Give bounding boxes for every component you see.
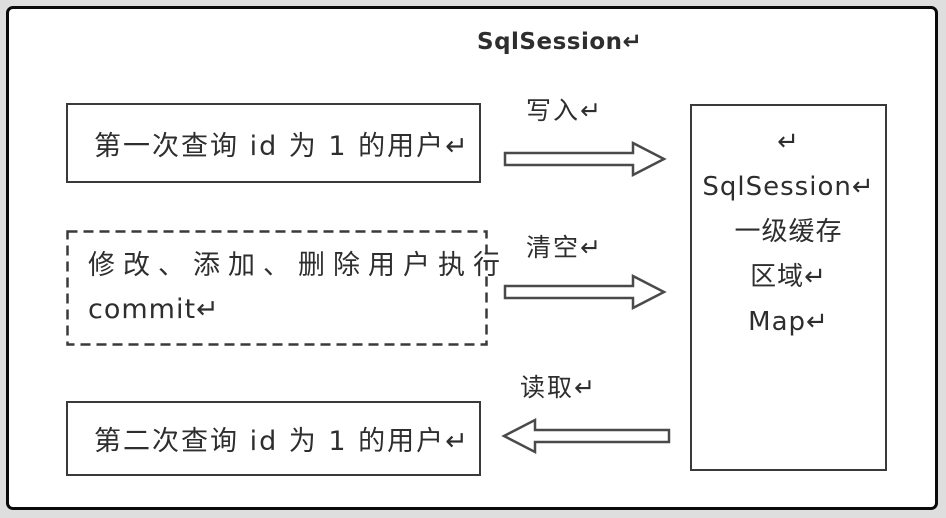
diagram-title: SqlSession↵ (477, 29, 643, 55)
cache-line-return: ↵ (777, 127, 800, 157)
diagram-frame: SqlSession↵ 第一次查询 id 为 1 的用户↵ 修改、添加、删除用户… (6, 6, 938, 510)
box-first-query: 第一次查询 id 为 1 的用户↵ (66, 103, 481, 183)
box-modify-line1: 修改、添加、删除用户执行 (88, 250, 508, 281)
write-arrow-icon (503, 140, 667, 178)
box-first-query-text: 第一次查询 id 为 1 的用户↵ (94, 130, 470, 162)
clear-arrow-label: 清空↵ (526, 233, 603, 262)
cache-line-sqlsession: SqlSession↵ (702, 172, 875, 202)
read-arrow-label: 读取↵ (520, 373, 597, 402)
box-modify-commit-text: 修改、添加、删除用户执行 commit↵ (66, 230, 508, 332)
cache-line-area: 区域↵ (750, 262, 827, 292)
box-second-query: 第二次查询 id 为 1 的用户↵ (66, 401, 481, 476)
cache-line-level1: 一级缓存 (734, 217, 843, 247)
box-sqlsession-cache: ↵ SqlSession↵ 一级缓存 区域↵ Map↵ (690, 104, 887, 471)
clear-arrow-icon (503, 273, 667, 311)
box-second-query-text: 第二次查询 id 为 1 的用户↵ (94, 426, 470, 457)
box-modify-line2: commit↵ (88, 294, 220, 325)
box-modify-commit: 修改、添加、删除用户执行 commit↵ (66, 230, 508, 346)
read-arrow-icon (501, 417, 671, 455)
dashed-border (66, 230, 488, 346)
cache-line-map: Map↵ (748, 307, 829, 337)
write-arrow-label: 写入↵ (526, 96, 603, 125)
